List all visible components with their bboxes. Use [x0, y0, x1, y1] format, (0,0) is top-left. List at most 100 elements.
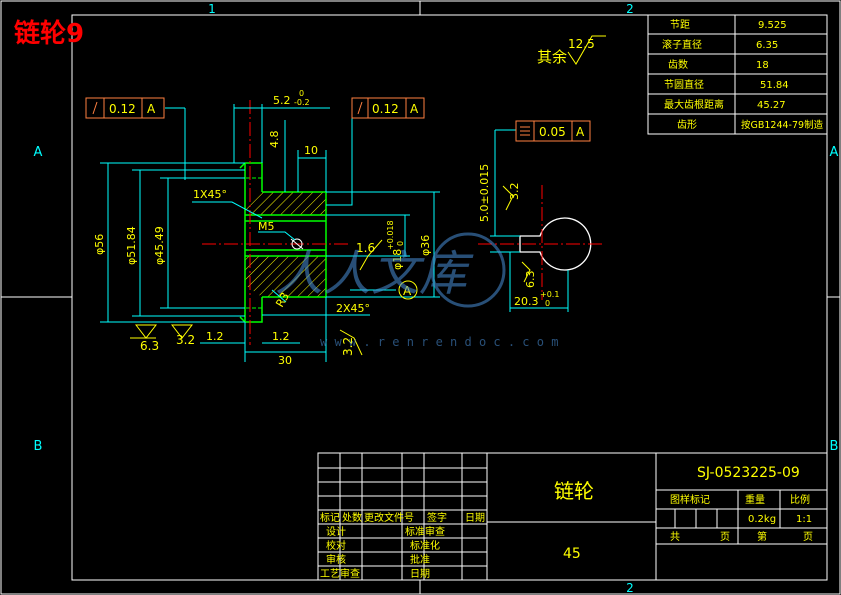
dim-dia-18-tol-low: 0 — [396, 241, 405, 246]
datum-a-letter: A — [403, 284, 412, 298]
keyway-view: 0.05 A 5.0±0.015 20.3 +0.1 0 3.2 6.3 — [478, 120, 603, 312]
sheet-total-unit: 页 — [720, 531, 730, 543]
param-value-pitch: 9.525 — [758, 20, 787, 31]
datum-a: A — [398, 280, 418, 300]
param-name-pitch: 节距 — [670, 19, 690, 31]
zone-number-2-bottom: 2 — [626, 581, 634, 595]
weight-value: 0.2kg — [748, 514, 776, 525]
sign-std-review: 标准审查 — [405, 525, 445, 538]
sign-approve: 批准 — [410, 553, 430, 566]
rough-6-3-a: 6.3 — [140, 339, 159, 353]
param-value-pitch-dia: 51.84 — [760, 80, 789, 91]
gdt-symmetry-datum: A — [576, 125, 585, 139]
watermark: 人人文库 w w w . r e n r e n d o c . c o m — [275, 232, 558, 349]
zone-letter-a-left: A — [34, 145, 43, 160]
gdt-symmetry-value: 0.05 — [539, 125, 566, 139]
sign-check: 校对 — [326, 539, 346, 552]
dim-dia-18: φ18 — [391, 249, 404, 270]
dim-width-tol-low: -0.2 — [294, 98, 310, 107]
dim-key-depth-tol-low: 0 — [545, 299, 550, 308]
rough-6-3-b: 6.3 — [524, 271, 537, 289]
dim-width-tol-up: 0 — [299, 89, 304, 98]
thread-hole — [291, 238, 303, 250]
dim-length-1-2-a: 1.2 — [206, 330, 224, 343]
sheet-total-label: 共 — [670, 531, 680, 543]
section-view — [202, 100, 348, 345]
dim-dia-51: φ51.84 — [125, 226, 138, 265]
roughness-symbols — [130, 239, 383, 356]
roughness-symbol — [567, 35, 606, 65]
gdt-runout-left-value: 0.12 — [109, 102, 136, 116]
dim-length-1-2-b: 1.2 — [272, 330, 290, 343]
watermark-url: w w w . r e n r e n d o c . c o m — [320, 335, 558, 349]
gdt-runout-right-value: 0.12 — [372, 102, 399, 116]
dim-width-main: 5.2 — [273, 94, 291, 107]
drawing-number: SJ-0523225-09 — [697, 465, 800, 481]
scale-value: 1:1 — [796, 514, 812, 525]
dim-chamfer-2: 2X45° — [336, 302, 370, 315]
param-value-root-dist: 45.27 — [757, 100, 786, 111]
gdt-symmetry: 0.05 A — [515, 120, 591, 142]
gdt-runout-left-datum: A — [147, 102, 156, 116]
hatch-upper — [245, 192, 326, 215]
param-name-roller: 滚子直径 — [662, 38, 702, 51]
dim-dia-18-tol-up: +0.018 — [386, 220, 395, 250]
rev-date: 日期 — [465, 512, 485, 524]
roughness-note-text: 其余 — [537, 48, 567, 66]
rev-sign: 签字 — [427, 511, 447, 524]
dim-key-depth-tol-up: +0.1 — [540, 290, 559, 299]
rough-3-2-b: 3.2 — [341, 337, 355, 356]
rough-3-2-c: 3.2 — [508, 183, 521, 201]
header-scale: 比例 — [790, 493, 810, 506]
dim-dia-36: φ36 — [419, 235, 432, 256]
dim-key-width: 5.0±0.015 — [478, 164, 491, 222]
rev-mark: 标记 — [320, 512, 340, 524]
sheet-current-label: 第 — [757, 530, 767, 543]
dim-radius: R3 — [273, 290, 292, 309]
drawing-label: 链轮9 — [14, 18, 84, 49]
rough-3-2-a: 3.2 — [176, 333, 195, 347]
param-value-profile: 按GB1244-79制造 — [741, 119, 824, 131]
parameter-table: 节距 9.525 滚子直径 6.35 齿数 18 节圆直径 51.84 最大齿根… — [647, 14, 828, 135]
header-mark: 图样标记 — [670, 493, 710, 506]
param-value-roller: 6.35 — [756, 40, 778, 51]
gdt-runout-right: 0.12 A — [351, 97, 425, 119]
dim-dia-45: φ45.49 — [153, 226, 166, 265]
sign-process: 工艺审查 — [320, 567, 360, 580]
keyway-outline — [519, 217, 592, 271]
header-weight: 重量 — [745, 493, 765, 506]
dim-4-8: 4.8 — [268, 131, 281, 149]
gdt-runout-left: 0.12 A — [85, 97, 165, 119]
zone-number-1: 1 — [208, 2, 216, 16]
sign-design: 设计 — [326, 525, 346, 538]
zone-letter-b-left: B — [34, 439, 43, 454]
param-name-profile: 齿形 — [677, 119, 697, 131]
rev-count: 处数 — [342, 511, 362, 524]
gdt-runout-right-datum: A — [410, 102, 419, 116]
roughness-note-value: 12.5 — [568, 37, 595, 51]
rough-1-6: 1.6 — [356, 241, 375, 255]
watermark-text: 人人文库 — [275, 246, 474, 302]
dim-dia-56: φ56 — [93, 234, 106, 255]
sheet-current-unit: 页 — [803, 531, 813, 543]
dim-length-30: 30 — [278, 354, 292, 367]
param-value-teeth: 18 — [756, 60, 769, 71]
dim-chamfer-1: 1X45° — [193, 188, 227, 201]
material: 45 — [563, 546, 581, 562]
param-name-teeth: 齿数 — [668, 58, 688, 71]
zone-letter-b-right: B — [830, 439, 839, 454]
param-name-root-dist: 最大齿根距离 — [664, 98, 724, 111]
param-name-pitch-dia: 节圆直径 — [664, 78, 704, 91]
zone-number-2: 2 — [626, 2, 634, 16]
dim-thread: M5 — [258, 220, 275, 233]
hatch-lower — [245, 256, 326, 297]
part-name: 链轮 — [554, 479, 594, 503]
dim-10: 10 — [304, 144, 318, 157]
zone-letter-a-right: A — [830, 145, 839, 160]
sign-review: 审核 — [326, 553, 346, 566]
watermark-logo-icon — [430, 232, 506, 308]
general-roughness-note: 其余 12.5 — [537, 35, 606, 66]
dim-key-depth: 20.3 — [514, 295, 539, 308]
sign-date: 日期 — [410, 568, 430, 580]
